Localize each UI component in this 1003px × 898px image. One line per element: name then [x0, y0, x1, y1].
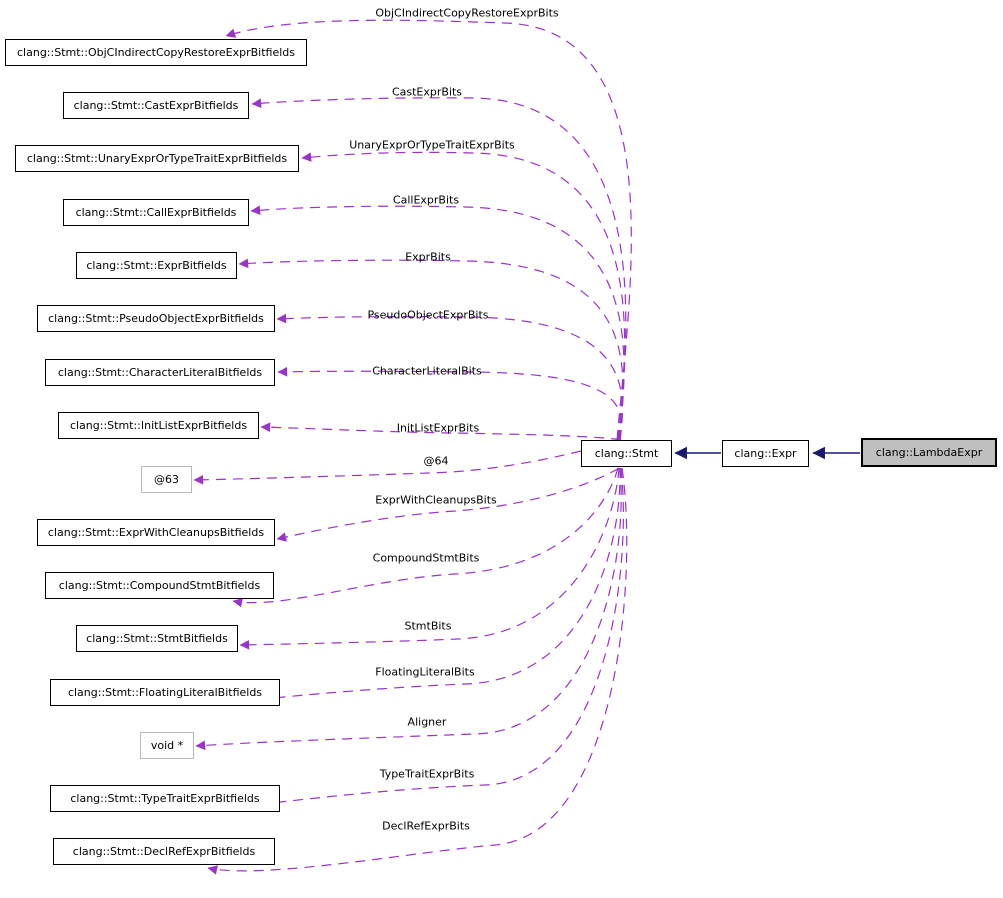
edge-label-character-literal-bits: CharacterLiteralBits	[372, 364, 482, 378]
edge-at64	[193, 450, 582, 485]
node-init-list-expr-bitfields[interactable]: clang::Stmt::InitListExprBitfields	[58, 412, 259, 439]
edge-aligner	[195, 467, 622, 751]
edge-label-stmt-bits: StmtBits	[404, 619, 452, 633]
edge-label-init-list-expr-bits: InitListExprBits	[396, 421, 480, 435]
edge-floating-literal-bits	[263, 467, 621, 703]
edge-character-literal-bits	[277, 367, 622, 441]
node-clang-lambda-expr: clang::LambdaExpr	[861, 438, 997, 467]
edge-label-unary-expr-or-type-trait-expr-bits: UnaryExprOrTypeTraitExprBits	[349, 138, 515, 152]
node-type-trait-expr-bitfields[interactable]: clang::Stmt::TypeTraitExprBitfields	[50, 785, 280, 812]
edge-label-expr-with-cleanups-bits: ExprWithCleanupsBits	[375, 493, 497, 507]
edge-label-aligner: Aligner	[407, 715, 447, 729]
edge-expr-bits	[238, 258, 624, 441]
edge-label-floating-literal-bits: FloatingLiteralBits	[375, 665, 475, 679]
node-cast-expr-bitfields[interactable]: clang::Stmt::CastExprBitfields	[63, 92, 249, 119]
node-objc-indirect-copy-restore-expr-bitfields[interactable]: clang::Stmt::ObjCIndirectCopyRestoreExpr…	[5, 39, 307, 66]
edge-call-expr-bits	[250, 205, 625, 441]
node-character-literal-bitfields[interactable]: clang::Stmt::CharacterLiteralBitfields	[45, 359, 275, 386]
edge-label-compound-stmt-bits: CompoundStmtBits	[372, 551, 480, 565]
node-call-expr-bitfields[interactable]: clang::Stmt::CallExprBitfields	[63, 199, 249, 226]
node-pseudo-object-expr-bitfields[interactable]: clang::Stmt::PseudoObjectExprBitfields	[37, 305, 275, 332]
edge-type-trait-expr-bits	[263, 467, 624, 808]
edge-compound-stmt-bits	[232, 467, 619, 608]
node-clang-expr[interactable]: clang::Expr	[722, 440, 809, 467]
edge-objc-indirect-copy-restore-expr-bits	[225, 19, 632, 441]
edge-label-expr-bits: ExprBits	[405, 250, 451, 264]
node-expr-with-cleanups-bitfields[interactable]: clang::Stmt::ExprWithCleanupsBitfields	[37, 519, 275, 546]
edge-label-pseudo-object-expr-bits: PseudoObjectExprBits	[367, 308, 489, 322]
edge-label-at64: @64	[423, 454, 449, 468]
edge-label-objc-indirect-copy-restore-expr-bits: ObjCIndirectCopyRestoreExprBits	[375, 6, 559, 20]
node-anonymous-union-63: @63	[141, 466, 192, 493]
edge-init-list-expr-bits	[260, 422, 622, 441]
edge-label-decl-ref-expr-bits: DeclRefExprBits	[382, 819, 470, 833]
edge-stmt-bits	[239, 467, 620, 650]
node-decl-ref-expr-bitfields[interactable]: clang::Stmt::DeclRefExprBitfields	[53, 838, 275, 865]
node-void-pointer: void *	[140, 732, 194, 759]
edge-cast-expr-bits	[251, 97, 627, 441]
node-floating-literal-bitfields[interactable]: clang::Stmt::FloatingLiteralBitfields	[50, 679, 280, 706]
node-unary-expr-or-type-trait-expr-bitfields[interactable]: clang::Stmt::UnaryExprOrTypeTraitExprBit…	[15, 145, 299, 172]
edge-unary-expr-or-type-trait-expr-bits	[301, 151, 626, 441]
node-clang-stmt[interactable]: clang::Stmt	[581, 440, 672, 467]
edge-label-call-expr-bits: CallExprBits	[392, 193, 460, 207]
edge-label-type-trait-expr-bits: TypeTraitExprBits	[379, 767, 475, 781]
node-compound-stmt-bitfields[interactable]: clang::Stmt::CompoundStmtBitfields	[45, 572, 274, 599]
node-stmt-bitfields[interactable]: clang::Stmt::StmtBitfields	[76, 625, 238, 652]
edge-label-cast-expr-bits: CastExprBits	[391, 85, 463, 99]
node-expr-bitfields[interactable]: clang::Stmt::ExprBitfields	[76, 252, 237, 279]
edge-expr-with-cleanups-bits	[276, 467, 620, 542]
